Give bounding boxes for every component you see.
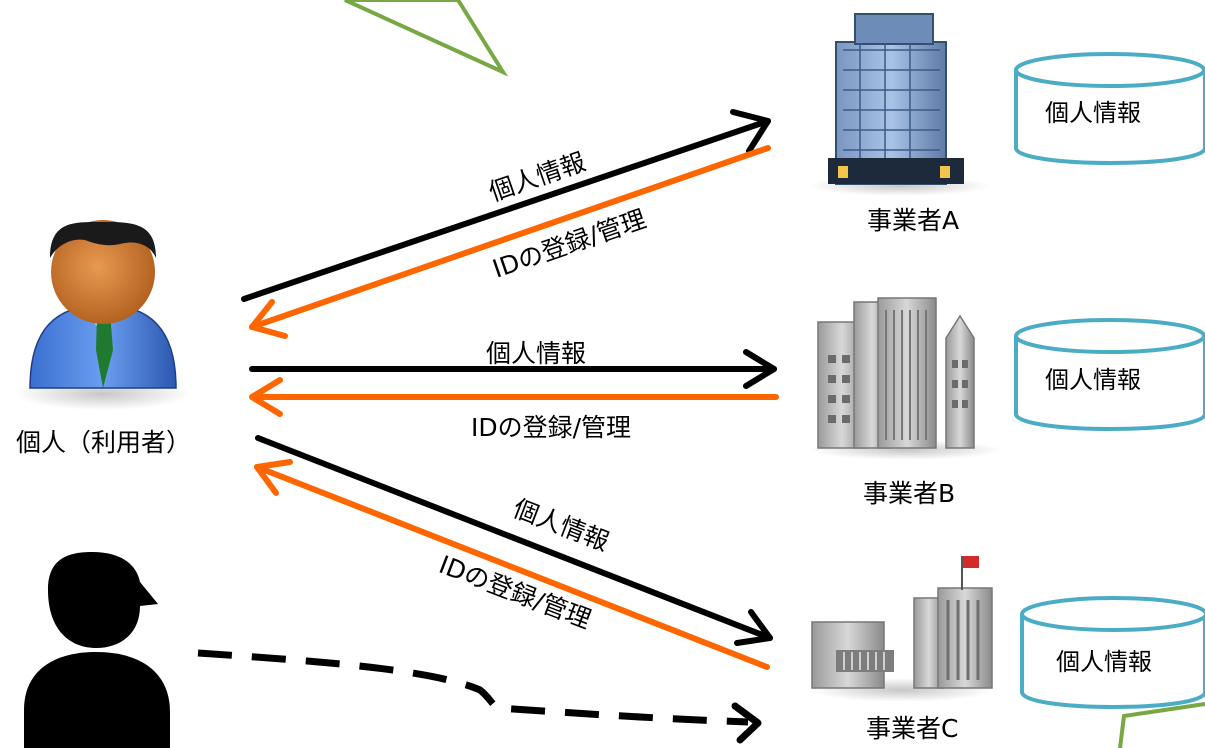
database-label-c: 個人情報: [1056, 648, 1152, 676]
arrow-return-a: [249, 145, 771, 339]
business-b-label: 事業者B: [863, 479, 955, 508]
return-label-b: IDの登録/管理: [471, 413, 631, 442]
database-icon-c: [1020, 596, 1205, 709]
business-a-label: 事業者A: [867, 206, 959, 235]
office-tower-icon: [810, 13, 990, 196]
send-label-b: 個人情報: [486, 339, 586, 368]
silhouette-person-icon: [24, 552, 170, 748]
send-label-c: 個人情報: [509, 494, 613, 557]
database-label-a: 個人情報: [1045, 99, 1141, 127]
city-buildings-icon: [810, 297, 1002, 460]
arrow-send-a: [241, 109, 771, 302]
database-icon-b: [1014, 318, 1205, 431]
database-icon-a: [1014, 52, 1205, 165]
arrow-return-c: [254, 459, 770, 670]
school-building-icon: [810, 556, 994, 702]
business-c-label: 事業者C: [866, 714, 958, 743]
arrow-return-b: [249, 377, 779, 417]
callout-bottom-right: [1118, 702, 1205, 748]
arrow-dashed-attacker: [197, 649, 762, 744]
user-label: 個人（利用者）: [16, 428, 191, 457]
callout-top: [344, 0, 509, 77]
arrow-send-c: [255, 435, 773, 646]
database-label-b: 個人情報: [1045, 366, 1141, 394]
business-person-icon: [15, 220, 191, 410]
arrow-send-b: [249, 349, 777, 389]
